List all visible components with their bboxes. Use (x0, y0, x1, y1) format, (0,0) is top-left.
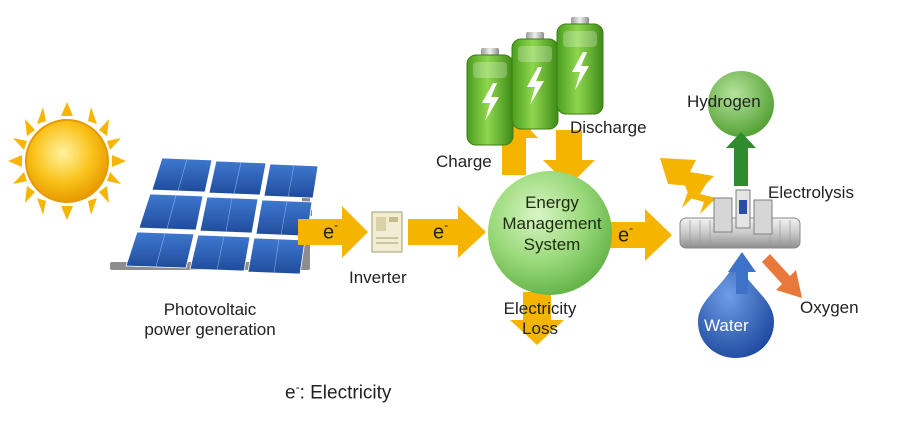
sun-icon (8, 102, 126, 220)
pv-label-line2: power generation (144, 320, 276, 339)
electron-label-pv: e- (323, 218, 339, 245)
arrow-loss (510, 292, 564, 345)
legend-symbol: e (285, 382, 296, 404)
electricity-loss-label: Electricity Loss (480, 299, 600, 339)
ems-circle (488, 171, 612, 295)
hydrogen-label: Hydrogen (687, 92, 761, 111)
arrow-ems-to-electrolysis (605, 209, 672, 261)
water-label: Water (704, 316, 749, 335)
electron-label-ems: e- (618, 221, 634, 248)
inverter-label: Inverter (349, 268, 407, 287)
legend: e-: Electricity (285, 377, 391, 403)
pv-label: Photovoltaic power generation (130, 300, 290, 340)
inverter-icon (371, 211, 403, 253)
charge-label: Charge (436, 152, 492, 171)
oxygen-label: Oxygen (800, 298, 859, 317)
water-drop-icon (698, 262, 774, 358)
hydrogen-ball (708, 71, 774, 137)
loss-label-line2: Loss (522, 319, 558, 338)
ems-label-line2: Management (502, 214, 602, 233)
ems-label-line3: System (523, 235, 581, 254)
pv-label-line1: Photovoltaic (163, 300, 257, 319)
electron-superscript: - (444, 218, 449, 232)
ems-label-line1: Energy (525, 193, 579, 212)
arrow-inverter-to-ems (408, 206, 486, 258)
arrow-hydrogen (726, 132, 756, 186)
lightning-icon (660, 158, 716, 214)
arrow-oxygen (762, 254, 802, 298)
legend-superscript: - (295, 380, 300, 394)
electron-label-inverter: e- (433, 218, 449, 245)
solar-panel-icon (110, 157, 319, 275)
electrolysis-label: Electrolysis (768, 183, 854, 202)
ems-label: Energy Management System (484, 192, 620, 255)
electron-symbol: e (618, 224, 630, 247)
battery-icon (466, 17, 604, 146)
discharge-label: Discharge (570, 118, 647, 137)
loss-label-line1: Electricity (503, 299, 577, 318)
electron-symbol: e (323, 221, 335, 244)
electron-superscript: - (629, 221, 634, 235)
arrow-water (728, 252, 756, 294)
electron-symbol: e (433, 221, 445, 244)
legend-text: : Electricity (299, 382, 392, 404)
arrow-pv-to-inverter (298, 206, 368, 258)
electrolyzer-icon (679, 189, 801, 249)
electron-superscript: - (334, 218, 339, 232)
